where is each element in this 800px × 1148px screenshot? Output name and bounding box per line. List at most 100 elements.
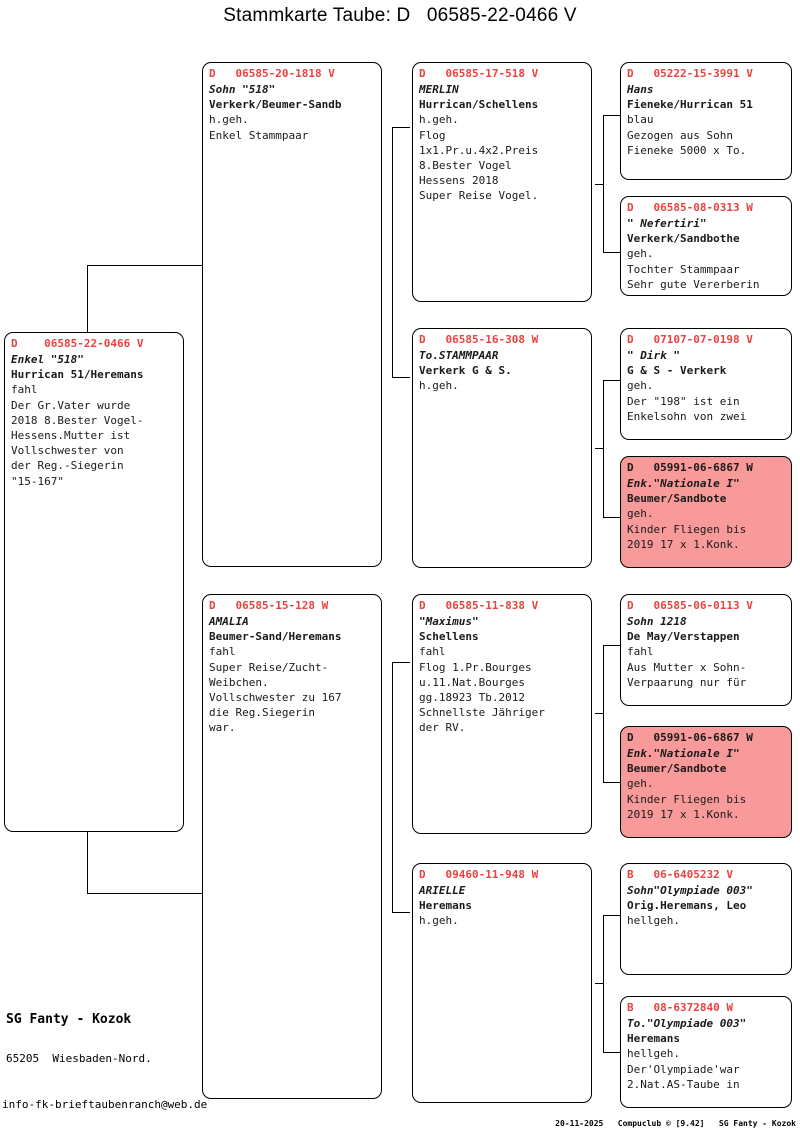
pedigree-box-gen3-2[interactable]: D 06585-16-308 W To.STAMMPAAR Verkerk G … xyxy=(412,328,592,568)
bird-detail: u.11.Nat.Bourges xyxy=(419,675,525,689)
bird-detail: Enkel Stammpaar xyxy=(209,128,309,142)
pedigree-box-gen4-5[interactable]: D 06585-06-0113 V Sohn 1218 De May/Verst… xyxy=(620,594,792,706)
pedigree-box-gen4-3[interactable]: D 07107-07-0198 V " Dirk " G & S - Verke… xyxy=(620,328,792,440)
box-shadow-right xyxy=(791,70,792,180)
ring-number: D 06585-20-1818 V xyxy=(209,67,335,80)
page-title: Stammkarte Taube: D 06585-22-0466 V xyxy=(223,5,577,26)
box-shadow-bottom xyxy=(420,833,592,834)
box-shadow-right xyxy=(381,602,382,1099)
bird-strain: Heremans xyxy=(419,899,472,913)
bird-detail: die Reg.Siegerin xyxy=(209,706,315,720)
bird-detail: 2.Nat.AS-Taube in xyxy=(627,1077,740,1091)
bird-detail: Kinder Fliegen bis xyxy=(627,522,747,536)
bird-detail: h.geh. xyxy=(209,113,249,127)
breeder-email: info-fk-brieftaubenranch@web.de xyxy=(2,1098,208,1111)
box-shadow-bottom xyxy=(628,179,792,180)
bird-detail: geh. xyxy=(627,247,654,261)
bird-detail: Der'Olympiade'war xyxy=(627,1062,740,1076)
box-shadow-right xyxy=(381,70,382,567)
box-shadow-bottom xyxy=(420,1102,592,1103)
connector-gen2-b-top xyxy=(392,662,410,663)
bird-strain: Verkerk/Beumer-Sandb xyxy=(209,98,342,112)
connector-gen2-a-trunk xyxy=(392,127,393,377)
box-shadow-bottom xyxy=(628,439,792,440)
bird-detail: 8.Bester Vogel xyxy=(419,159,512,173)
bird-detail: Flog xyxy=(419,128,446,142)
connector-gen3-c-stem xyxy=(595,713,603,714)
breeder-name: SG Fanty - Kozok xyxy=(6,1012,132,1027)
pedigree-box-dam[interactable]: D 06585-15-128 W AMALIA Beumer-Sand/Here… xyxy=(202,594,382,1099)
box-shadow-right xyxy=(183,340,184,832)
pedigree-box-gen4-4-highlighted[interactable]: D 05991-06-6867 W Enk."Nationale I" Beum… xyxy=(620,456,792,568)
bird-detail: geh. xyxy=(627,777,654,791)
bird-detail: h.geh. xyxy=(419,379,459,393)
connector-gen3-a-top xyxy=(603,115,620,116)
connector-gen3-b-stem xyxy=(595,448,603,449)
pedigree-box-gen3-1[interactable]: D 06585-17-518 V MERLIN Hurrican/Schelle… xyxy=(412,62,592,302)
box-shadow-bottom xyxy=(420,301,592,302)
bird-name: ARIELLE xyxy=(419,884,466,897)
pedigree-box-gen3-4[interactable]: D 09460-11-948 W ARIELLE Heremans h.geh. xyxy=(412,863,592,1103)
bird-detail: 2019 17 x 1.Konk. xyxy=(627,537,740,551)
bird-name: Enkel "518" xyxy=(11,353,84,366)
bird-name: Hans xyxy=(627,83,654,96)
connector-gen2-b-bottom xyxy=(392,912,410,913)
bird-name: " Dirk " xyxy=(627,349,680,362)
connector-gen3-b-top xyxy=(603,380,620,381)
pedigree-box-sire[interactable]: D 06585-20-1818 V Sohn "518" Verkerk/Beu… xyxy=(202,62,382,567)
bird-detail: Der "198" ist ein xyxy=(627,394,740,408)
bird-detail: geh. xyxy=(627,507,654,521)
bird-detail: fahl xyxy=(419,645,446,659)
bird-detail: der Reg.-Siegerin xyxy=(11,459,124,473)
ring-number: B 08-6372840 W xyxy=(627,1001,733,1014)
bird-name: " Nefertiri" xyxy=(627,217,707,230)
connector-gen3-a-stem xyxy=(595,184,603,185)
bird-strain: Orig.Heremans, Leo xyxy=(627,899,747,913)
bird-detail: Hessens.Mutter ist xyxy=(11,429,131,443)
pedigree-box-subject[interactable]: D 06585-22-0466 V Enkel "518" Hurrican 5… xyxy=(4,332,184,832)
bird-detail: h.geh. xyxy=(419,914,459,928)
bird-detail: geh. xyxy=(627,379,654,393)
ring-number: D 06585-16-308 W xyxy=(419,333,539,346)
connector-gen3-a-bottom xyxy=(603,252,620,253)
bird-detail: 1x1.Pr.u.4x2.Preis xyxy=(419,143,539,157)
bird-name: To."Olympiade 003" xyxy=(627,1017,747,1030)
box-shadow-right xyxy=(791,734,792,838)
bird-name: Sohn 1218 xyxy=(627,615,687,628)
bird-detail: Super Reise Vogel. xyxy=(419,189,539,203)
ring-number: D 06585-15-128 W xyxy=(209,599,329,612)
connector-gen3-d-bottom xyxy=(603,1052,620,1053)
connector-gen3-d-stem xyxy=(595,983,603,984)
ring-number: D 05991-06-6867 W xyxy=(627,461,753,474)
bird-detail: Hessens 2018 xyxy=(419,174,499,188)
box-shadow-right xyxy=(791,1004,792,1108)
pedigree-box-gen4-1[interactable]: D 05222-15-3991 V Hans Fieneke/Hurrican … xyxy=(620,62,792,180)
pedigree-box-gen4-6-highlighted[interactable]: D 05991-06-6867 W Enk."Nationale I" Beum… xyxy=(620,726,792,838)
bird-detail: fahl xyxy=(627,645,654,659)
bird-detail: h.geh. xyxy=(419,113,459,127)
box-shadow-right xyxy=(591,602,592,834)
box-shadow-right xyxy=(791,336,792,440)
connector-gen3-b-trunk xyxy=(603,380,604,517)
pedigree-box-gen4-2[interactable]: D 06585-08-0313 W " Nefertiri" Verkerk/S… xyxy=(620,196,792,296)
pedigree-box-gen4-8[interactable]: B 08-6372840 W To."Olympiade 003" Herema… xyxy=(620,996,792,1108)
bird-strain: Fieneke/Hurrican 51 xyxy=(627,98,753,112)
connector-gen3-a-trunk xyxy=(603,115,604,252)
bird-strain: Beumer-Sand/Heremans xyxy=(209,630,342,644)
connector-subject-top xyxy=(87,265,203,266)
connector-gen3-b-bottom xyxy=(603,517,620,518)
bird-detail: Fieneke 5000 x To. xyxy=(627,143,747,157)
bird-strain: Beumer/Sandbote xyxy=(627,492,727,506)
bird-detail: Sehr gute Vererberin xyxy=(627,277,760,291)
bird-detail: hellgeh. xyxy=(627,1047,680,1061)
bird-strain: Heremans xyxy=(627,1032,680,1046)
bird-strain: Verkerk G & S. xyxy=(419,364,512,378)
bird-strain: De May/Verstappen xyxy=(627,630,740,644)
pedigree-box-gen4-7[interactable]: B 06-6405232 V Sohn"Olympiade 003" Orig.… xyxy=(620,863,792,975)
ring-number: B 06-6405232 V xyxy=(627,868,733,881)
bird-detail: war. xyxy=(209,721,236,735)
bird-detail: Der Gr.Vater wurde xyxy=(11,398,131,412)
pedigree-box-gen3-3[interactable]: D 06585-11-838 V "Maximus" Schellens fah… xyxy=(412,594,592,834)
bird-detail: Enkelsohn von zwei xyxy=(627,409,747,423)
bird-detail: fahl xyxy=(11,383,38,397)
